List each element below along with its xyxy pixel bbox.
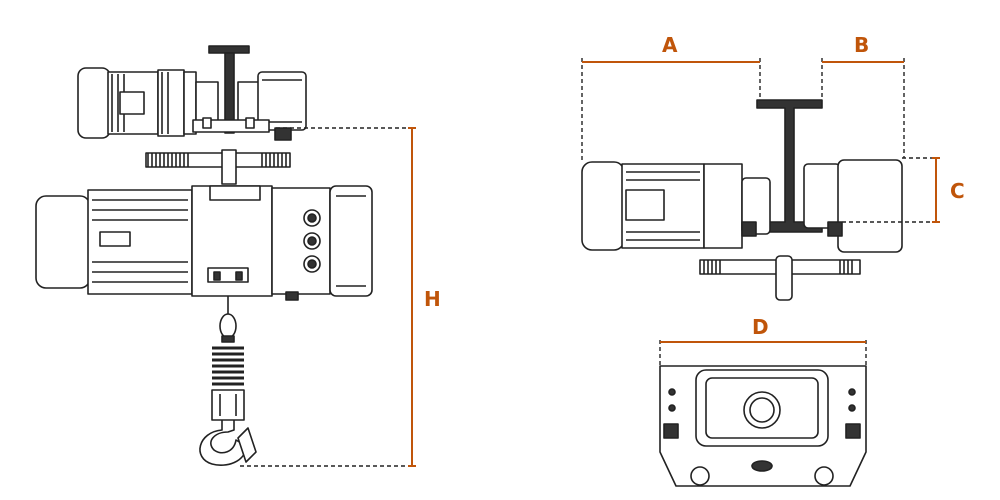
bottom-plate-view [659, 365, 867, 487]
trolley-front-view [581, 99, 903, 301]
trolley-axle [145, 149, 291, 185]
dimension-label-a: A [662, 33, 678, 57]
control-box [271, 185, 373, 301]
trolley-frame [183, 71, 307, 141]
hoist-side-view [35, 45, 373, 466]
hoist-motor [35, 189, 193, 295]
dimension-label-d: D [752, 315, 769, 339]
dimension-label-h: H [424, 287, 441, 311]
dimension-label-c: C [950, 179, 965, 203]
chain-and-hook [199, 296, 257, 466]
i-beam-rail [208, 45, 250, 134]
i-beam-section [756, 99, 823, 233]
trolley-motor [77, 67, 185, 139]
gear-housing [191, 185, 273, 297]
dimension-lines [240, 58, 940, 467]
dimension-label-b: B [854, 33, 869, 57]
